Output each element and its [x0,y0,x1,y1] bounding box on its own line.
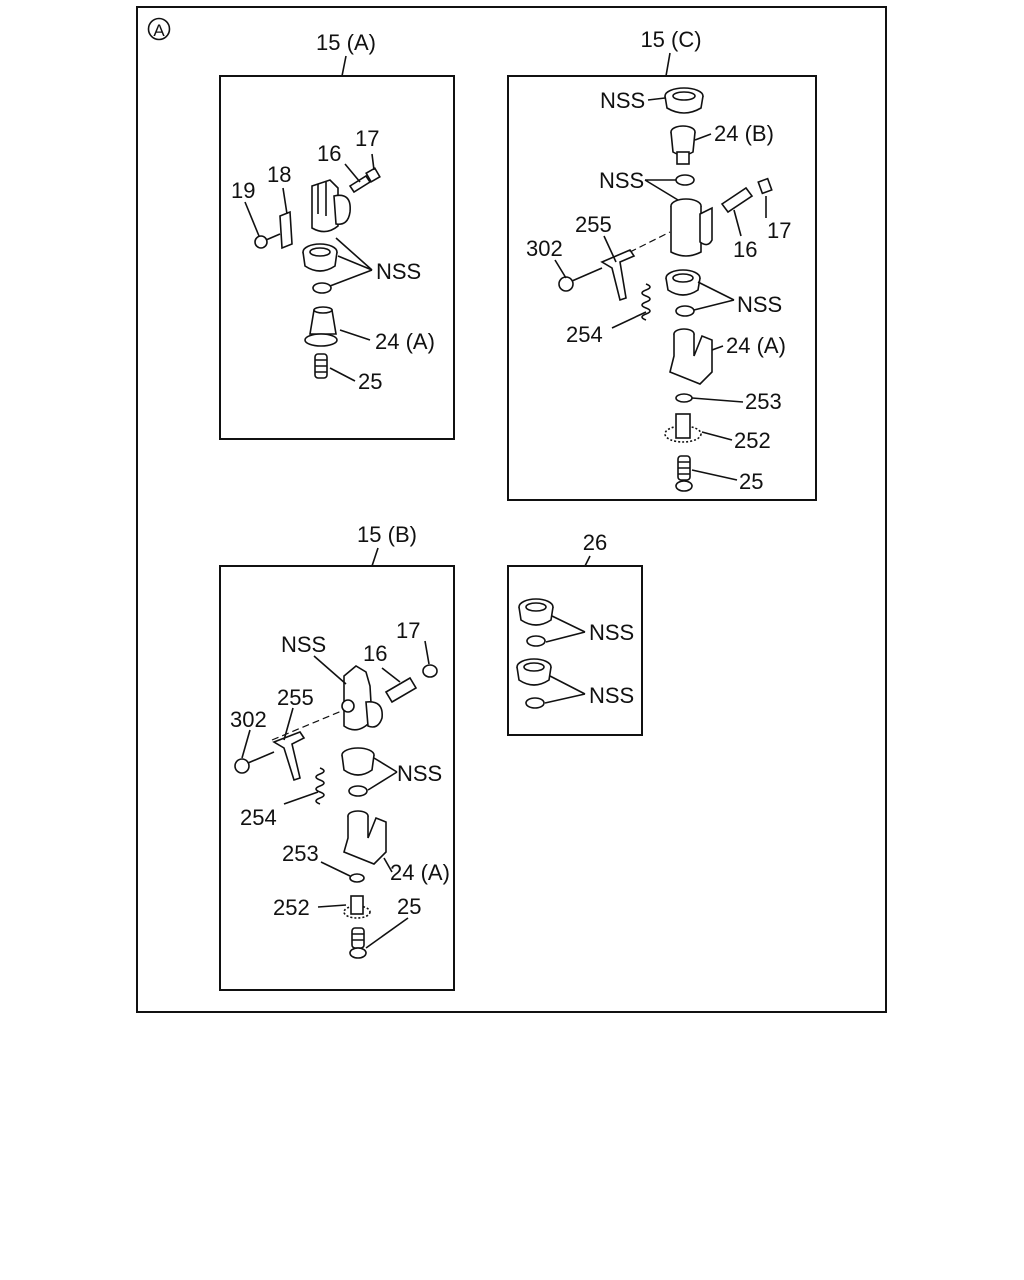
panel-15b-label-255: 255 [277,685,314,710]
panel-15a-label-24a: 24 (A) [375,329,435,354]
panel-15c-part-252 [664,413,702,443]
panel-15a-label-16: 16 [317,141,341,166]
panel-15c-label-24a: 24 (A) [726,333,786,358]
panel-26-seal-lower [516,658,552,709]
panel-15a-label-17: 17 [355,126,379,151]
panel-26-seal-upper [518,598,554,647]
panel-15c-part-24a [669,328,713,385]
panel-15c-box [507,75,817,501]
panel-15b-part-24a [343,810,387,865]
panel-15c-housing [670,198,713,257]
panel-15b-nss-seal [341,747,375,797]
panel-15a-title: 15 (A) [316,30,376,55]
sheet-marker-letter: A [153,21,165,40]
panel-15c-label-nss-low: NSS [737,292,782,317]
panel-15a-part-16 [348,174,372,194]
panel-15b-label-252: 252 [273,895,310,920]
panel-26-box [507,565,643,736]
panel-15c-nss-lower-seal [665,269,701,317]
panel-15b-label-25: 25 [397,894,421,919]
panel-15a-housing [311,179,351,233]
panel-15c-label-254: 254 [566,322,603,347]
panel-15c-label-nss-top: NSS [600,88,645,113]
panel-15b: 15 (B) [219,522,455,991]
panel-15a-label-nss: NSS [376,259,421,284]
panel-15c-label-25: 25 [739,469,763,494]
panel-15c-label-252: 252 [734,428,771,453]
panel-15b-housing [341,665,383,731]
panel-15c: 15 (C) [507,27,817,501]
panel-15c-label-302: 302 [526,236,563,261]
panel-15b-part-252 [343,895,371,919]
panel-15c-part-253 [675,393,693,403]
panel-15b-part-254 [315,767,325,805]
panel-15a-label-18: 18 [267,162,291,187]
panel-15c-title: 15 (C) [640,27,701,52]
panel-15a-label-19: 19 [231,178,255,203]
panel-15c-part-17 [757,177,773,195]
panel-15b-title: 15 (B) [357,522,417,547]
panel-15c-label-24b: 24 (B) [714,121,774,146]
panel-15b-label-24a: 24 (A) [390,860,450,885]
panel-15b-label-nss-low: NSS [397,761,442,786]
panel-15c-label-17: 17 [767,218,791,243]
panel-15a-part-24a [304,306,338,347]
panel-15c-label-16: 16 [733,237,757,262]
panel-15c-label-nss-mid: NSS [599,168,644,193]
panel-26-label-nss-lower: NSS [589,683,634,708]
panel-15a-part-17 [365,167,381,183]
panel-15b-part-253 [349,873,365,883]
panel-15b-part-25 [349,927,367,959]
sheet-marker: A [147,17,171,41]
panel-15c-nss-top-seal [664,87,704,114]
panel-15b-label-253: 253 [282,841,319,866]
panel-15a-part-18 [279,210,293,250]
panel-15b-part-16 [384,676,418,704]
panel-15c-part-16 [720,186,754,214]
panel-15c-part-302 [558,267,603,292]
panel-15c-nss-washer [675,174,695,186]
panel-26-title: 26 [583,530,607,555]
panel-15a-part-25 [314,353,328,379]
panel-15b-label-254: 254 [240,805,277,830]
panel-15b-label-302: 302 [230,707,267,732]
panel-15b-label-nss: NSS [281,632,326,657]
panel-26-label-nss-upper: NSS [589,620,634,645]
panel-15c-part-25 [675,455,693,492]
panel-15b-box [219,565,455,991]
panel-15a: 15 (A) [219,30,455,440]
panel-15b-label-16: 16 [363,641,387,666]
panel-15b-part-302 [234,751,275,774]
panel-15c-label-253: 253 [745,389,782,414]
panel-15a-box [219,75,455,440]
panel-15a-nss-seal [302,243,338,294]
panel-15c-part-255 [600,249,636,302]
outer-frame [136,6,887,1013]
panel-15c-label-255: 255 [575,212,612,237]
panel-15c-part-24b [670,125,696,165]
panel-15b-part-255 [272,731,306,782]
panel-15a-label-25: 25 [358,369,382,394]
panel-15a-part-19 [254,233,281,249]
panel-15c-part-254 [641,283,651,321]
panel-15b-label-17: 17 [396,618,420,643]
panel-26: 26 NSS NSS [507,530,643,736]
panel-15b-part-17 [422,664,438,678]
